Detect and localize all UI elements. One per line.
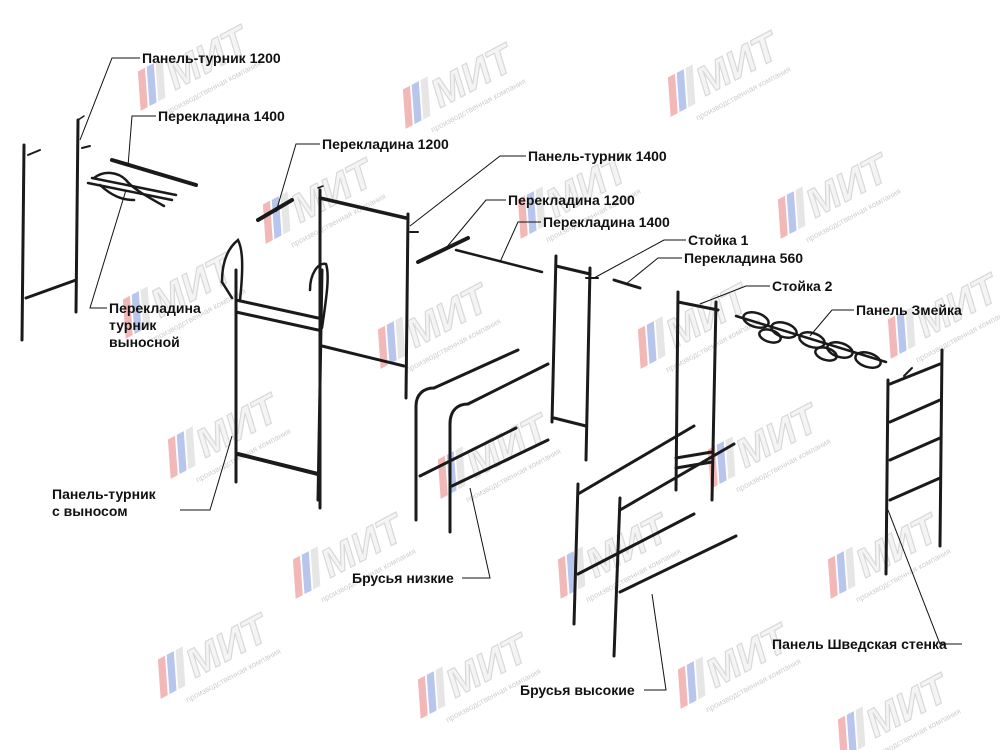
panel-shvedskaya-stenka-part [884,348,944,576]
leader-lines [79,57,962,691]
panel-zmeyka-part [734,311,888,369]
panel-turnik-s-vynosom-part [220,238,329,502]
label-panel-turnik-s-vynosom: Панель-турник с выносом [52,486,156,519]
label-perekladina-1400-top: Перекладина 1400 [158,108,285,124]
label-panel-turnik-1400: Панель-турник 1400 [528,148,667,164]
stoyka-1-part [550,254,599,462]
panel-turnik-1200-part [20,115,91,342]
label-panel-zmeyka: Панель Змейка [856,302,962,318]
label-stoyka-1: Стойка 1 [688,232,749,248]
stoyka-2-part [674,290,720,502]
brusya-vysokie-part [572,424,738,658]
label-panel-shvedskaya-stenka: Панель Шведская стенка [772,636,947,652]
perekladina-1200-b-part [416,236,470,264]
label-perekladina-1400-b: Перекладина 1400 [543,214,670,230]
perekladina-turnik-vynosnoy-part [86,171,178,208]
label-perekladina-1200-a: Перекладина 1200 [322,136,449,152]
label-stoyka-2: Стойка 2 [772,278,833,294]
perekladina-1400-top-part [110,158,198,187]
label-perekladina-turnik-vynosnoy: Перекладина турник выносной [109,300,201,350]
perekladina-1200-a-part [256,198,294,222]
perekladina-1400-b-part [454,248,544,274]
label-brusya-vysokie: Брусья высокие [520,682,635,698]
label-panel-turnik-1200: Панель-турник 1200 [142,50,281,66]
label-brusya-nizkie: Брусья низкие [352,570,454,586]
label-perekladina-560: Перекладина 560 [684,250,804,266]
brusya-nizkie-part [414,348,550,534]
label-perekladina-1200-b: Перекладина 1200 [508,192,635,208]
perekladina-560-part [612,278,642,290]
